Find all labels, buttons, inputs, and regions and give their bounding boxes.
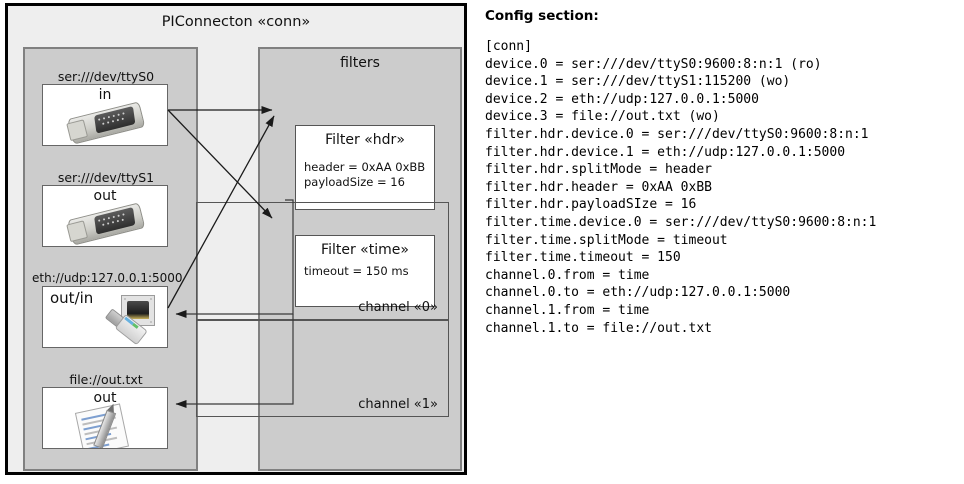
filter-hdr-prop-header: header = 0xAA 0xBB [304, 160, 426, 174]
filter-time-properties: timeout = 150 ms [304, 264, 409, 279]
device-entry-eth[interactable]: eth://udp:127.0.0.1:5000 out/in [32, 271, 183, 348]
devices-panel: ser:///dev/ttyS0 in [23, 47, 198, 471]
device-entry-ttyS0[interactable]: ser:///dev/ttyS0 in [42, 69, 170, 146]
filter-time-prop-timeout: timeout = 150 ms [304, 264, 409, 278]
filter-card-time[interactable]: Filter «time» timeout = 150 ms [295, 235, 435, 307]
filter-hdr-prop-payloadsize: payloadSize = 16 [304, 175, 405, 189]
filter-time-title: Filter «time» [321, 242, 409, 258]
device-label-ttyS1: ser:///dev/ttyS1 [57, 170, 155, 185]
device-entry-file[interactable]: file://out.txt out [42, 372, 170, 449]
serial-connector-icon [66, 197, 147, 246]
text-file-icon [74, 400, 145, 448]
filter-hdr-properties: header = 0xAA 0xBB payloadSize = 16 [304, 160, 425, 190]
device-label-ttyS0: ser:///dev/ttyS0 [57, 69, 155, 84]
device-card-eth[interactable]: out/in [42, 286, 168, 348]
channel-0-label: channel «0» [358, 300, 438, 315]
filter-hdr-title: Filter «hdr» [325, 132, 405, 148]
config-section: Config section: [conn] device.0 = ser://… [482, 0, 962, 484]
serial-connector-icon [66, 96, 147, 145]
device-mode-ttyS1: out [93, 188, 117, 204]
device-entry-ttyS1[interactable]: ser:///dev/ttyS1 out [42, 170, 170, 247]
channel-box-1[interactable]: channel «1» [196, 320, 449, 417]
channel-box-0[interactable]: channel «0» [196, 202, 449, 320]
filters-panel-title: filters [340, 55, 380, 71]
device-card-file[interactable]: out [42, 387, 168, 449]
device-mode-eth: out/in [50, 289, 94, 307]
config-heading: Config section: [485, 8, 599, 24]
device-mode-file: out [93, 390, 117, 406]
device-card-ttyS0[interactable]: in [42, 84, 168, 146]
piconnector-component-box: PIConnecton «conn» ser:///dev/ttyS0 in [5, 3, 467, 475]
component-title: PIConnecton «conn» [161, 14, 311, 30]
config-text: [conn] device.0 = ser:///dev/ttyS0:9600:… [485, 39, 877, 336]
device-label-file: file://out.txt [69, 372, 143, 387]
ethernet-plug-icon [101, 295, 163, 347]
filter-card-hdr[interactable]: Filter «hdr» header = 0xAA 0xBB payloadS… [295, 125, 435, 210]
channel-1-label: channel «1» [358, 397, 438, 412]
device-label-eth: eth://udp:127.0.0.1:5000 [32, 271, 183, 285]
device-mode-ttyS0: in [98, 87, 112, 103]
device-card-ttyS1[interactable]: out [42, 185, 168, 247]
